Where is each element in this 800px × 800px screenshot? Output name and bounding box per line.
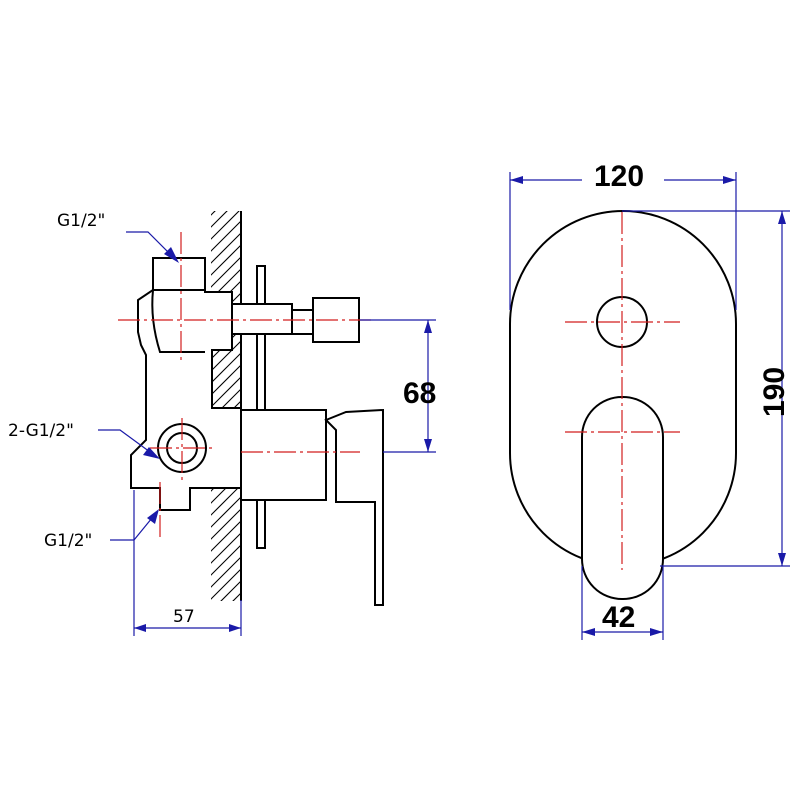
hatch-line [211,256,241,288]
hatch-line [205,601,245,641]
hatch-line [205,625,245,665]
spindle-nut [291,309,314,335]
leader-outlets [98,429,151,453]
hatch-line [211,532,241,564]
hatch-line [211,556,241,588]
hatch-line [205,613,245,653]
valve-cap-curve [151,289,205,353]
dimension-height-value: 190 [758,367,791,417]
front-view: 120 190 42 [509,160,791,640]
leader-top-inlet [126,231,173,257]
hatch-line [211,211,216,216]
dimension-offset-value: 68 [403,377,436,410]
hatch-line [211,544,241,576]
hatch-line [211,232,241,264]
label-bottom-inlet: G1/2" [44,531,92,551]
leader-bottom-inlet-arrow [147,509,159,524]
dimension-width: 120 [509,160,737,310]
dimension-depth: 57 [133,490,242,636]
hatch-line [211,211,240,240]
cover-plate [256,265,266,549]
hatch-line [211,244,241,276]
hatch-line [211,220,241,252]
dimension-handle-width-value: 42 [602,601,635,634]
dimension-width-value: 120 [594,160,644,193]
leader-bottom-inlet [110,517,153,541]
leader-top-inlet-arrow [164,247,179,263]
dimension-handle-width: 42 [581,566,664,640]
hatch-line [211,211,228,228]
lever-handle [240,409,327,501]
side-view: G1/2" 2-G1/2" G1/2" 57 68 [8,211,436,665]
hatch-line [211,520,241,552]
spindle-stem [231,303,293,335]
hatch-line [220,580,241,601]
lever-arm [324,408,384,606]
dimension-offset: 68 [360,319,436,453]
leader-outlets-arrow [143,447,160,459]
label-top-inlet: G1/2" [57,211,105,231]
dimension-depth-value: 57 [173,607,195,627]
hatch-line [211,508,241,540]
hatch-line [232,592,241,601]
hatch-line [211,568,241,600]
label-outlets: 2-G1/2" [8,421,74,441]
dimension-height: 190 [622,210,791,567]
hatch-line [211,496,241,528]
